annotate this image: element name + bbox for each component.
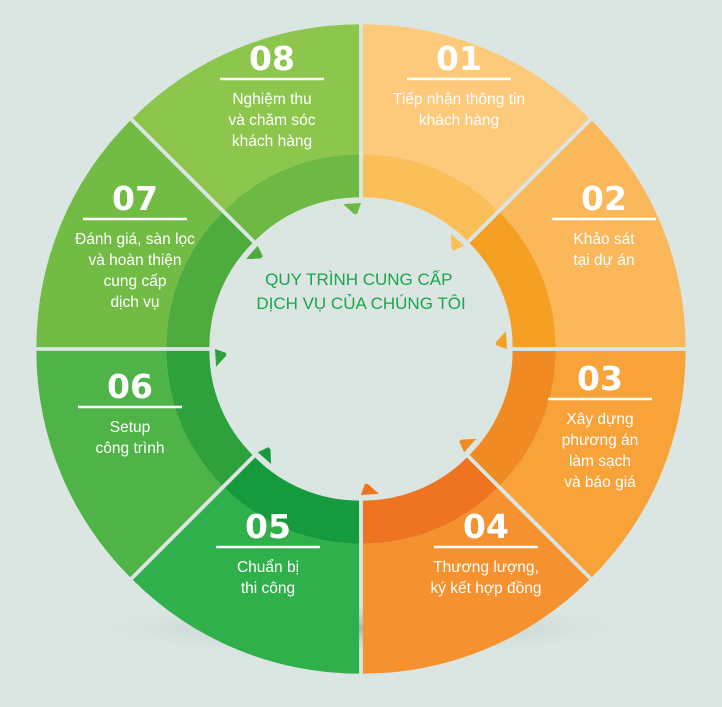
- diagram-title-line-1: QUY TRÌNH CUNG CẤP: [265, 270, 452, 289]
- step-05-inner-band: [224, 457, 360, 544]
- step-description-line: Thương lượng,: [433, 559, 539, 576]
- step-05: [132, 446, 360, 674]
- gear-tooth: [245, 245, 264, 260]
- step-number: 06: [107, 367, 153, 406]
- step-02-outer-band: [499, 120, 686, 348]
- step-description-line: khách hàng: [419, 112, 499, 129]
- step-07-inner-band: [166, 212, 253, 348]
- step-number: 04: [463, 507, 509, 546]
- diagram-title-line-2: DỊCH VỤ CỦA CHÚNG TÔI: [256, 294, 465, 313]
- gear-tooth: [450, 233, 465, 252]
- step-05-outer-band: [132, 487, 360, 674]
- step-number: 05: [245, 507, 291, 546]
- step-number: 07: [112, 179, 158, 218]
- step-08-inner-band: [224, 154, 360, 241]
- wheel-shadow: [61, 598, 661, 658]
- step-description-line: Khảo sát: [573, 231, 635, 248]
- step-description-line: cung cấp: [104, 273, 167, 290]
- step-number: 03: [577, 359, 623, 398]
- center-disk: [226, 214, 496, 484]
- step-number: 02: [581, 179, 627, 218]
- step-description-line: và báo giá: [564, 474, 636, 491]
- step-04-outer-band: [362, 487, 590, 674]
- step-07-outer-band: [36, 120, 223, 348]
- step-01-inner-band: [362, 154, 498, 241]
- segments-group: [36, 24, 686, 674]
- step-04-inner-band: [362, 457, 498, 544]
- step-description-line: thi công: [241, 580, 295, 597]
- gear-tooth: [458, 438, 477, 453]
- step-number: 01: [436, 39, 482, 78]
- step-description-line: Tiếp nhận thông tin: [393, 91, 525, 108]
- step-description-line: khách hàng: [232, 133, 312, 150]
- gear-tooth: [215, 349, 229, 367]
- step-03-inner-band: [469, 350, 556, 486]
- step-description-line: Chuẩn bị: [237, 559, 299, 576]
- step-description-line: Nghiệm thu: [232, 91, 311, 108]
- step-description-line: Setup: [110, 419, 151, 436]
- step-description-line: phương án: [562, 432, 639, 449]
- step-description-line: và hoàn thiện: [88, 252, 181, 269]
- diagram-title: QUY TRÌNH CUNG CẤP DỊCH VỤ CỦA CHÚNG TÔI: [256, 270, 465, 313]
- step-description-line: Xây dựng: [566, 411, 633, 428]
- gear-tooth: [257, 446, 272, 465]
- step-08: [132, 24, 361, 241]
- gear-tooth: [343, 203, 361, 217]
- step-description-line: và chăm sóc: [228, 112, 315, 129]
- step-07: [36, 120, 264, 348]
- step-02-inner-band: [469, 212, 556, 348]
- step-01-outer-band: [362, 24, 590, 211]
- step-02: [469, 120, 686, 349]
- step-03: [458, 350, 686, 578]
- step-description-line: ký kết hợp đồng: [431, 580, 542, 597]
- step-01: [362, 24, 590, 252]
- step-06-inner-band: [166, 350, 253, 486]
- step-description-line: dịch vụ: [110, 294, 159, 311]
- step-08-outer-band: [132, 24, 360, 211]
- step-description-line: tại dự án: [573, 252, 634, 269]
- gear-tooth: [361, 481, 379, 495]
- gear-tooth: [493, 331, 507, 349]
- step-number: 08: [249, 39, 295, 78]
- step-04: [361, 457, 590, 674]
- step-description-line: Đánh giá, sàn lọc: [75, 231, 195, 248]
- step-description-line: làm sạch: [569, 453, 631, 470]
- step-description-line: công trình: [96, 440, 165, 457]
- step-03-outer-band: [499, 350, 686, 578]
